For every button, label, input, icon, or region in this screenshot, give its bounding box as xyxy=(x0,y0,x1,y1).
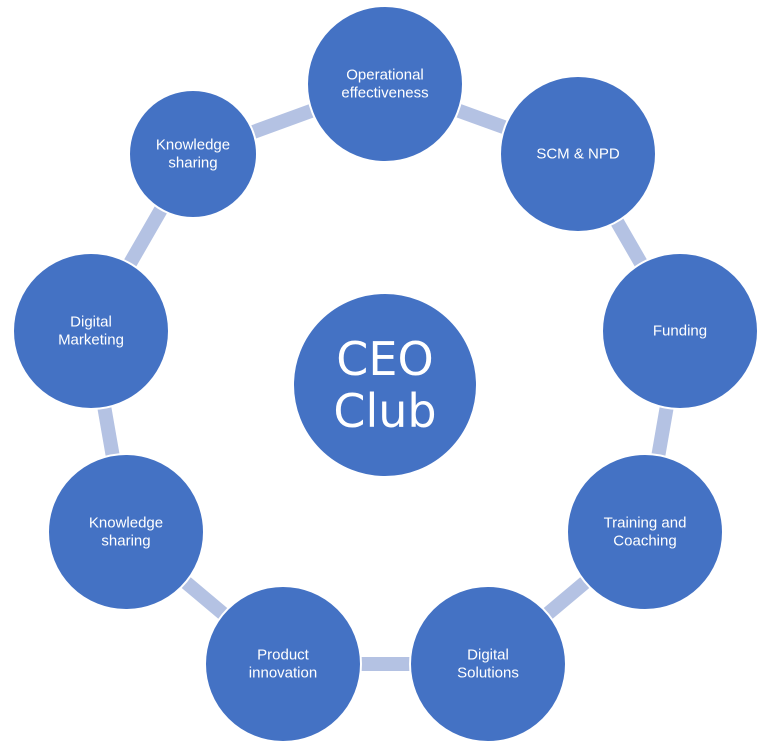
node-label: sharing xyxy=(101,533,150,550)
node-label: Solutions xyxy=(457,665,519,682)
cycle-node: SCM & NPD xyxy=(499,75,657,233)
node-circle xyxy=(409,585,567,743)
node-circle xyxy=(306,5,464,163)
center-circle xyxy=(292,292,478,478)
node-label: Coaching xyxy=(613,533,676,550)
node-label: Training and xyxy=(604,515,687,532)
node-label: Product xyxy=(257,647,310,664)
node-circle xyxy=(601,252,759,410)
cycle-node: Funding xyxy=(601,252,759,410)
node-label: Funding xyxy=(653,323,707,340)
node-circle xyxy=(128,89,258,219)
node-label: Digital xyxy=(467,647,509,664)
node-label: Operational xyxy=(346,67,424,84)
node-label: Digital xyxy=(70,314,112,331)
node-circle xyxy=(499,75,657,233)
node-label: innovation xyxy=(249,665,317,682)
node-label: Marketing xyxy=(58,332,124,349)
node-circle xyxy=(47,453,205,611)
node-label: SCM & NPD xyxy=(536,146,620,163)
node-circle xyxy=(204,585,362,743)
node-label: effectiveness xyxy=(341,85,428,102)
node-label: sharing xyxy=(168,155,217,172)
center-label: Club xyxy=(333,384,436,438)
node-label: Knowledge xyxy=(89,515,163,532)
center-label: CEO xyxy=(336,332,433,386)
node-label: Knowledge xyxy=(156,137,230,154)
node-circle xyxy=(12,252,170,410)
node-circle xyxy=(566,453,724,611)
